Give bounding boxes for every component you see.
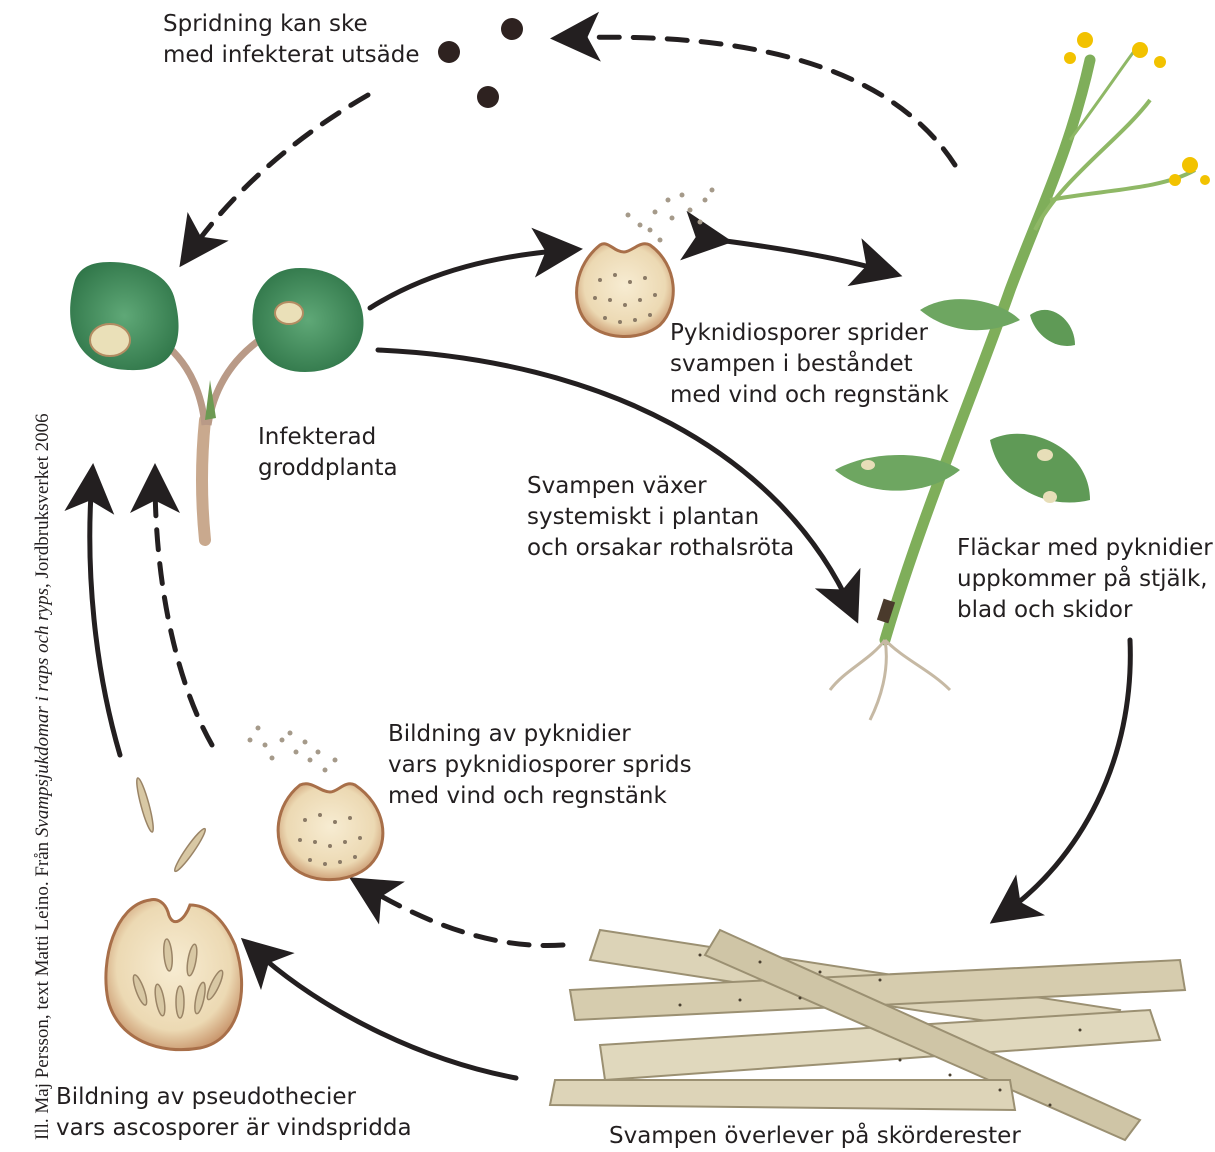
arrow-plant-to-residues [1002, 640, 1130, 915]
pseudothecium-illustration [106, 777, 242, 1050]
arrow-plant-to-seeds [565, 37, 955, 165]
arrow-residues-to-pseudothecium [252, 948, 516, 1078]
arrow-ascospores-to-seedling [90, 478, 120, 755]
seed-icon [438, 41, 460, 63]
label-systemic-growth: Svampen växer systemiskt i plantan och o… [527, 471, 794, 564]
label-spots-with-pycnidia: Fläckar med pyknidier uppkommer på stjäl… [957, 533, 1213, 626]
arrow-residues-to-pycnidium [362, 885, 563, 946]
arrow-seeds-to-seedling [188, 95, 368, 255]
arrow-seedling-to-pycnidium [370, 250, 568, 308]
label-pycnidia-formation: Bildning av pyknidier vars pyknidiospore… [388, 719, 692, 812]
label-seed-spread: Spridning kan ske med infekterat utsäde [163, 9, 419, 71]
arrow-pycnidium-plant [718, 240, 888, 272]
label-pycnidiospores-spread: Pyknidiosporer sprider svampen i bestånd… [670, 318, 949, 411]
seed-icon [477, 86, 499, 108]
infected-seedling-illustration [70, 262, 363, 540]
illustration-credit: Ill. Maj Persson, text Matti Leino. Från… [32, 413, 54, 1140]
pycnidium-upper-illustration [577, 188, 715, 337]
label-infected-seedling: Infekterad groddplanta [258, 422, 398, 484]
pycnidium-lower-illustration [248, 726, 383, 880]
label-crop-residues: Svampen överlever på skörderester [609, 1121, 1021, 1152]
label-pseudothecia-formation: Bildning av pseudothecier vars ascospore… [56, 1082, 412, 1144]
crop-residues-illustration [550, 930, 1185, 1140]
seed-icon [501, 18, 523, 40]
infected-seeds [438, 18, 523, 108]
